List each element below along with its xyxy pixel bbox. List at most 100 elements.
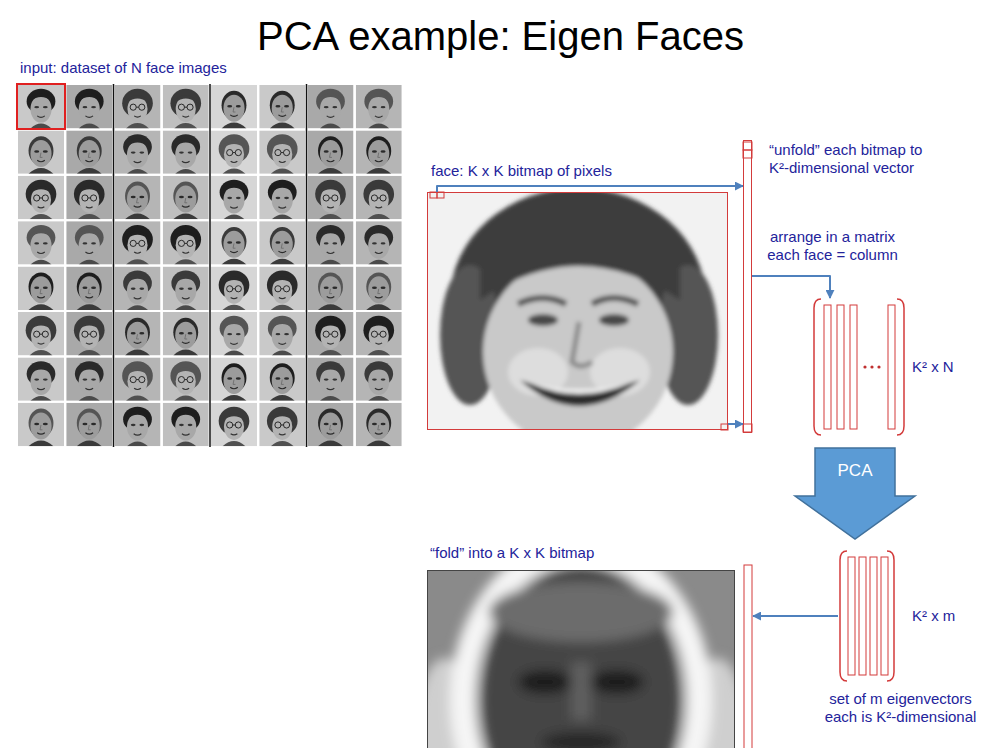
eigenvector-matrix: K² x mset of m eigenvectors each is K²-d… [838, 550, 896, 682]
face-thumbnail [18, 130, 64, 173]
matrix-column [870, 557, 877, 675]
face-thumbnail [259, 267, 305, 310]
face-thumbnail [66, 130, 112, 173]
face-thumbnail [308, 176, 354, 219]
face-thumbnail [163, 267, 209, 310]
face-thumbnail [259, 85, 305, 128]
face-thumbnail [259, 221, 305, 264]
pixel-vector-label: “unfold” each bitmap to K²-dimensional v… [769, 141, 939, 177]
eigenface-bitmap: “fold” into a K x K bitmap [427, 565, 753, 748]
face-thumbnail [259, 176, 305, 219]
face-thumbnail [163, 403, 209, 446]
face-thumbnail [163, 221, 209, 264]
face-thumbnail [66, 357, 112, 400]
text-holder: arrange in a matrix each face = column [760, 228, 905, 264]
face-grid [18, 85, 402, 446]
matrix-column [824, 305, 831, 429]
face-thumbnail [356, 403, 402, 446]
text-holder: set of m eigenvectors each is K²-dimensi… [818, 690, 983, 726]
face-thumbnail [66, 85, 112, 128]
pca-arrow: PCA [795, 448, 915, 540]
pixel-vector: “unfold” each bitmap to K²-dimensional v… [743, 140, 752, 433]
face-thumbnail [163, 312, 209, 355]
face-thumbnail [115, 85, 161, 128]
face-thumbnail [66, 403, 112, 446]
face-thumbnail [308, 221, 354, 264]
face-thumbnail [115, 312, 161, 355]
face-dataset: input: dataset of N face images [17, 84, 403, 447]
flow-arrow [728, 423, 743, 425]
matrix-shape [812, 298, 906, 436]
face-thumbnail [211, 130, 257, 173]
matrix-column [881, 557, 888, 675]
face-thumbnail [308, 85, 354, 128]
matrix-bracket [814, 299, 821, 435]
face-thumbnail [308, 130, 354, 173]
face-dataset-label: input: dataset of N face images [20, 59, 227, 77]
face-thumbnail [211, 267, 257, 310]
matrix-column [888, 305, 895, 429]
face-thumbnail [115, 403, 161, 446]
face-thumbnail [18, 85, 64, 128]
text-holder: “fold” into a K x K bitmap [430, 544, 594, 562]
face-thumbnail [163, 130, 209, 173]
title-holder: PCA example: Eigen Faces [0, 12, 1001, 60]
data-matrix-label: K² x N [912, 358, 954, 376]
face-thumbnail [356, 85, 402, 128]
face-thumbnail [18, 357, 64, 400]
matrix-bracket [897, 299, 904, 435]
slide-title: PCA example: Eigen Faces [0, 12, 1001, 60]
ellipsis-dot [877, 365, 880, 368]
face-thumbnail [259, 357, 305, 400]
face-thumbnail [66, 267, 112, 310]
face-thumbnail [66, 176, 112, 219]
face-thumbnail [115, 176, 161, 219]
face-thumbnail [356, 176, 402, 219]
face-thumbnail [163, 176, 209, 219]
face-thumbnail [211, 312, 257, 355]
face-thumbnail [259, 312, 305, 355]
pixel-markers [430, 142, 752, 432]
face-thumbnail [211, 176, 257, 219]
face-thumbnail [211, 357, 257, 400]
face-thumbnail [259, 130, 305, 173]
text-holder: “unfold” each bitmap to K²-dimensional v… [769, 141, 939, 177]
matrix-bracket [840, 551, 847, 681]
arrow-outline [795, 448, 915, 539]
text-holder: K² x m [912, 607, 955, 625]
text-holder: K² x N [912, 358, 954, 376]
face-thumbnail [18, 267, 64, 310]
face-thumbnail [211, 85, 257, 128]
face-thumbnail [18, 403, 64, 446]
face-thumbnail [115, 221, 161, 264]
matrix-column [859, 557, 866, 675]
selected-face-highlight [17, 84, 65, 129]
face-thumbnail [356, 357, 402, 400]
data-matrix-label: arrange in a matrix each face = column [760, 228, 905, 264]
face-thumbnail [18, 221, 64, 264]
face-thumbnail [163, 85, 209, 128]
matrix-column [837, 305, 844, 429]
face-thumbnail [211, 403, 257, 446]
eigenvector-matrix-label: set of m eigenvectors each is K²-dimensi… [818, 690, 983, 726]
face-thumbnail [308, 403, 354, 446]
face-thumbnail [163, 357, 209, 400]
face-thumbnail [308, 357, 354, 400]
grid-separators [114, 84, 307, 447]
face-thumbnail [211, 221, 257, 264]
matrix-column [848, 557, 855, 675]
ellipsis-dot [863, 365, 866, 368]
face-thumbnail [18, 312, 64, 355]
data-matrix: arrange in a matrix each face = columnK²… [812, 298, 906, 436]
eigenface-image [427, 570, 735, 748]
flow-arrow [752, 276, 830, 298]
face-thumbnail [115, 267, 161, 310]
face-thumbnail [356, 312, 402, 355]
face-thumbnail [356, 267, 402, 310]
pca-arrow-label: PCA [838, 461, 873, 481]
face-thumbnail [66, 221, 112, 264]
face-thumbnail [115, 130, 161, 173]
face-thumbnail [308, 267, 354, 310]
